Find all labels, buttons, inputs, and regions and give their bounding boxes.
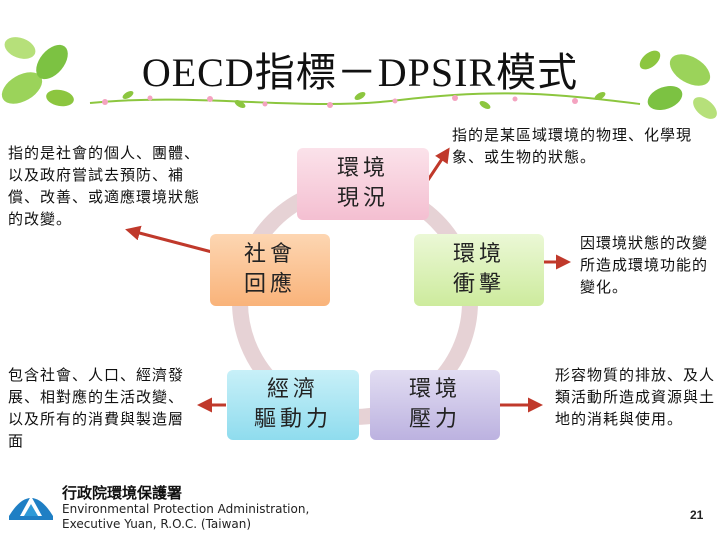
page-number: 21 [690,508,704,522]
desc-driving: 包含社會、人口、經濟發展、相對應的生活改變、以及所有的消費與製造層面 [8,366,185,450]
vine-leaves [122,91,606,109]
desc-state: 指的是某區域環境的物理、化學現象、或生物的狀態。 [452,126,693,166]
decorative-vine [1,37,717,119]
org-name-english-line2: Executive Yuan, R.O.C. (Taiwan) [62,517,252,531]
desc-response: 指的是社會的個人、團體、以及政府嘗試去預防、補償、改善、或適應環境狀態的改變。 [8,144,201,228]
box-response: 社會 回應 [210,234,330,306]
leaf-cluster-left-icon [1,37,74,107]
arrow-to-state-desc [426,147,450,181]
box-state: 環境 現況 [297,148,429,220]
leaf-cluster-right-icon [639,50,717,119]
page-title: OECD指標－DPSIR模式 [141,50,579,95]
desc-pressure: 形容物質的排放、及人類活動所造成資源與土地的消耗與使用。 [555,366,716,428]
arrow-to-response-desc [125,225,213,254]
epa-logo-icon [9,496,53,520]
vine-flowers [102,95,578,108]
org-name-english-line1: Environmental Protection Administration, [62,502,310,516]
box-driving: 經濟 驅動力 [227,370,359,440]
desc-impact: 因環境狀態的改變所造成環境功能的變化。 [580,234,709,296]
box-pressure: 環境 壓力 [370,370,500,440]
org-name-chinese: 行政院環境保護署 [62,484,183,502]
box-impact: 環境 衝擊 [414,234,544,306]
vine-line [89,92,641,105]
